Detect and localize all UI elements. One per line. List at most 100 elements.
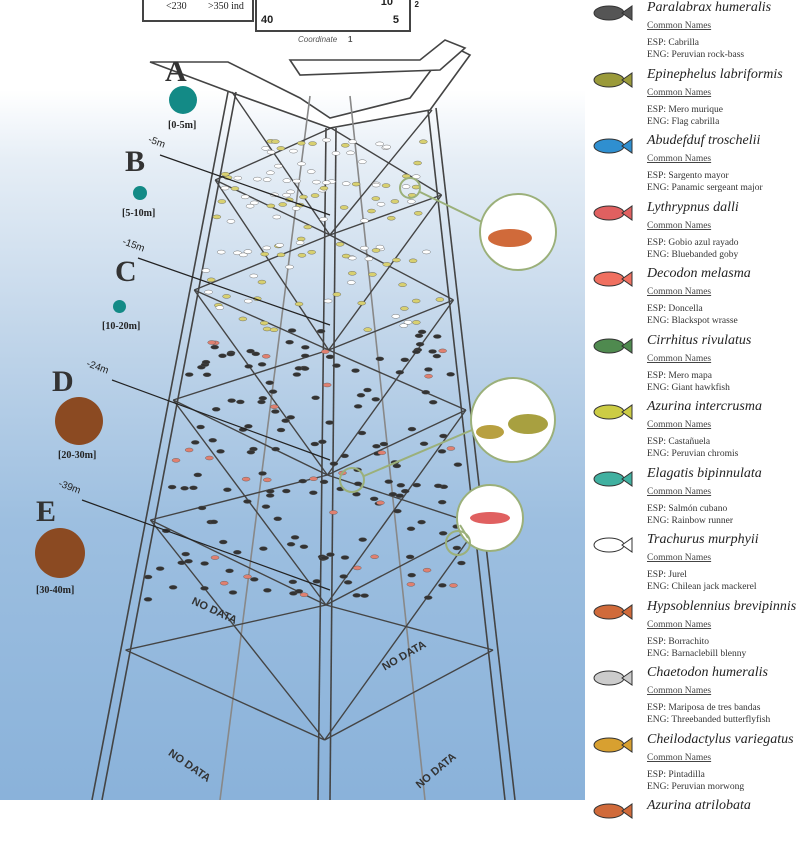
fish-mark [271, 409, 280, 414]
fish-mark [395, 370, 405, 375]
fish-mark [184, 447, 194, 453]
fish-mark [417, 519, 426, 525]
fish-mark [335, 242, 345, 247]
common-names-heading: Common Names [647, 686, 712, 696]
species-scientific-name: Hypsoblennius brevipinnis [647, 598, 797, 614]
fish-mark [446, 372, 455, 377]
fish-mark [291, 206, 301, 211]
fish-mark [446, 446, 456, 451]
fish-mark [207, 277, 216, 283]
fish-mark [282, 178, 292, 183]
fish-mark [401, 488, 410, 494]
fish-mark [322, 137, 331, 143]
fish-mark [271, 139, 280, 144]
fish-icon [593, 603, 633, 620]
spanish-name: ESP: Salmón cubano [647, 503, 728, 514]
zone-e-range: [30-40m] [36, 585, 75, 596]
english-name: ENG: Peruvian morwong [647, 781, 745, 792]
fish-mark [292, 178, 301, 184]
fish-mark [221, 172, 230, 177]
platform-diagram: <230 >350 ind 10 40 5 2 Coordinate 1 A [… [35, 0, 557, 800]
fish-mark [424, 595, 433, 600]
fish-mark [244, 298, 253, 304]
fish-mark [260, 251, 269, 257]
spanish-name: ESP: Mariposa de tres bandas [647, 703, 761, 713]
fish-mark [356, 393, 366, 398]
fish-mark [300, 366, 310, 371]
fish-mark [257, 279, 267, 285]
fish-mark [168, 585, 178, 590]
english-name: ENG: Giant hawkfish [647, 382, 730, 393]
legend-item: Cirrhitus rivulatus Common Names ESP: Me… [585, 333, 800, 399]
fish-mark [360, 245, 369, 251]
fish-mark [392, 257, 401, 263]
legend-item: Lythrypnus dalli Common Names ESP: Gobio… [585, 199, 800, 266]
fish-mark [180, 486, 189, 491]
fish-mark [308, 141, 317, 146]
common-names-heading: Common Names [647, 553, 712, 563]
fish-mark [320, 555, 329, 561]
fish-mark [218, 353, 227, 358]
fish-mark [295, 240, 305, 245]
fish-mark [339, 205, 349, 210]
fish-mark [371, 196, 381, 201]
fish-mark [329, 510, 338, 515]
fish-mark [340, 453, 349, 459]
common-names-heading: Common Names [647, 619, 712, 630]
fish-mark [396, 483, 406, 488]
fish-mark [303, 224, 312, 230]
fish-mark [262, 245, 271, 251]
fish-mark [286, 189, 295, 195]
english-name: ENG: Peruvian chromis [647, 449, 739, 459]
fish-mark [241, 476, 251, 482]
fish-mark [384, 479, 393, 484]
fish-mark [269, 327, 279, 332]
fish-mark [331, 151, 341, 156]
zone-e-abundance [35, 528, 85, 578]
fish-mark [251, 351, 260, 357]
common-names-heading: Common Names [647, 154, 712, 164]
abundance-key: <230 >350 ind [142, 0, 254, 22]
fish-mark [239, 252, 248, 258]
fish-mark [227, 398, 236, 403]
fish-mark [205, 455, 214, 461]
fish-mark [278, 202, 287, 207]
fish-mark [266, 170, 275, 175]
fish-icon [593, 404, 633, 420]
fish-mark [376, 202, 386, 207]
spanish-name: ESP: Jurel [647, 570, 687, 580]
fish-mark [399, 323, 408, 328]
fish-mark [210, 344, 219, 350]
fish-mark [307, 169, 316, 174]
fish-mark [244, 364, 253, 369]
fish-icon [593, 271, 633, 287]
fish-mark [407, 199, 416, 204]
legend-item: Paralabrax humeralis Common Names ESP: C… [585, 0, 800, 66]
fish-mark [276, 252, 286, 258]
fish-mark [258, 471, 267, 476]
fish-mark [432, 353, 442, 359]
spanish-name: ESP: Doncella [647, 304, 703, 314]
fish-mark [167, 484, 177, 490]
fish-icon [593, 204, 633, 221]
coordinate-number: 1 [348, 35, 353, 44]
spanish-name: ESP: Mero murique [647, 104, 723, 115]
fish-mark [422, 249, 431, 255]
zone-b-letter: B [125, 145, 146, 178]
fish-mark [307, 250, 316, 255]
english-name: ENG: Chilean jack mackerel [647, 582, 757, 592]
fish-mark [379, 441, 389, 447]
fish-mark [326, 552, 335, 557]
fish-mark [250, 577, 259, 582]
fish-mark [367, 208, 376, 214]
spanish-name: ESP: Sargento mayor [647, 171, 729, 181]
fish-mark [371, 248, 381, 253]
fish-mark [353, 481, 363, 486]
fish-mark [228, 590, 238, 595]
fish-mark [274, 163, 283, 169]
fish-mark [282, 192, 291, 198]
fish-mark [339, 574, 348, 579]
species-scientific-name: Lythrypnus dalli [647, 199, 739, 215]
fish-mark [405, 554, 415, 560]
fish-mark [439, 433, 448, 439]
